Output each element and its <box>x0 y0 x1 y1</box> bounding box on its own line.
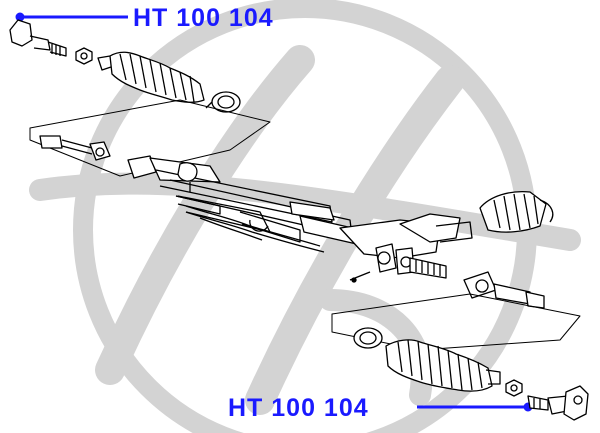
part-number-label-bottom: HT 100 104 <box>228 394 369 422</box>
inner-tie-rod-right <box>463 271 545 309</box>
hydraulic-lines <box>185 205 325 253</box>
leader-dot-top <box>15 12 25 22</box>
tie-rod-end-bottom-right <box>527 385 589 421</box>
rack-end-right <box>409 257 447 279</box>
boot-right-upper <box>479 190 554 233</box>
rack-housing <box>127 155 353 243</box>
part-number-label-top: HT 100 104 <box>133 4 274 32</box>
boot-bottom <box>385 339 501 392</box>
guide-box-top <box>29 99 271 177</box>
inner-tie-rod-top <box>39 135 111 161</box>
clamp-bottom <box>353 327 383 349</box>
nut-top <box>75 47 93 65</box>
steering-rack-line-art <box>9 19 589 421</box>
watermark-stroke-1 <box>95 45 315 385</box>
nut-bottom <box>505 379 523 397</box>
leader-lines <box>15 12 533 412</box>
guide-box-bottom <box>331 293 581 351</box>
tie-rod-end-top-left <box>9 19 67 57</box>
boot-top <box>97 51 205 103</box>
clamp-top <box>205 91 241 113</box>
valve-body <box>289 201 473 283</box>
